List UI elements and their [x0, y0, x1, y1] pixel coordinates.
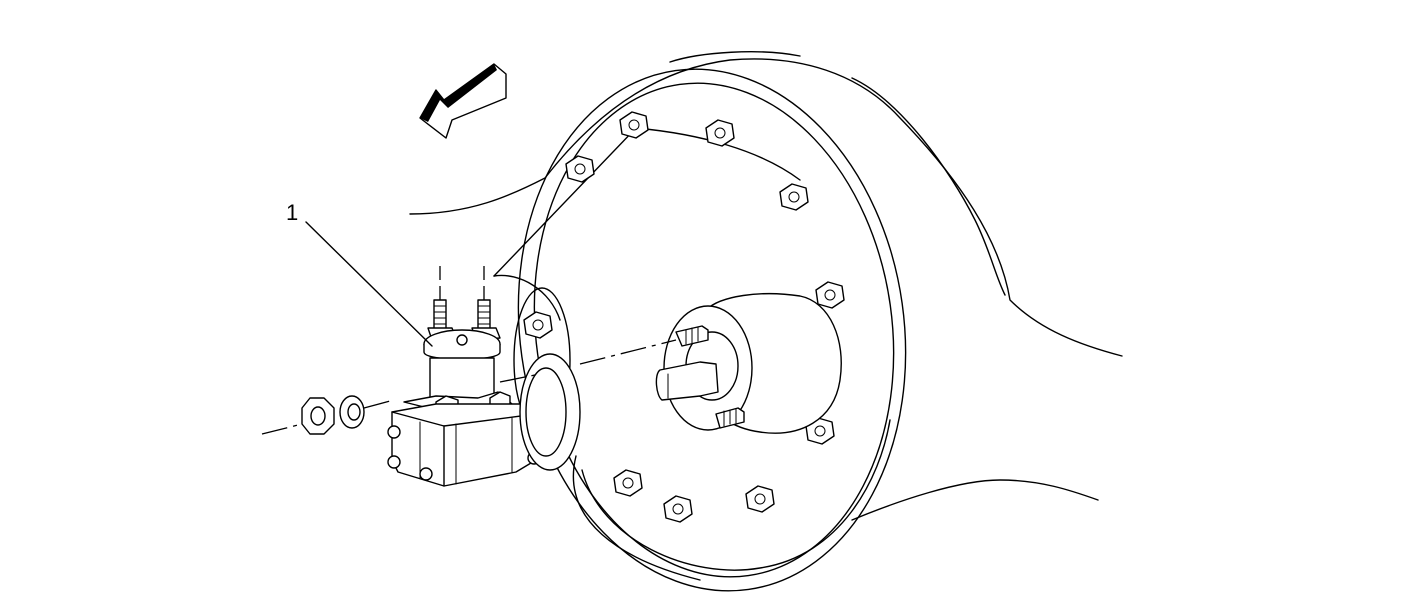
lug-nut	[705, 119, 735, 147]
lug-nut	[619, 111, 649, 139]
lug-nut	[663, 495, 693, 523]
lug-nut	[613, 469, 643, 497]
alignment-axis	[261, 339, 677, 435]
lug-nut	[565, 155, 595, 183]
washer	[339, 395, 365, 429]
callout-1-label: 1	[286, 200, 298, 225]
direction-arrow-icon	[419, 63, 507, 139]
hub-stud	[675, 325, 709, 347]
wheel-assembly	[409, 51, 1123, 592]
lug-nut	[745, 485, 775, 513]
component-1-assembly	[387, 266, 581, 487]
callout-1: 1	[286, 200, 433, 347]
axle-hub	[655, 292, 842, 434]
hub-stud	[715, 407, 745, 429]
lug-nut	[779, 183, 809, 211]
lug-nut	[815, 281, 845, 309]
hex-nut	[301, 397, 335, 435]
lug-nut	[523, 311, 553, 339]
